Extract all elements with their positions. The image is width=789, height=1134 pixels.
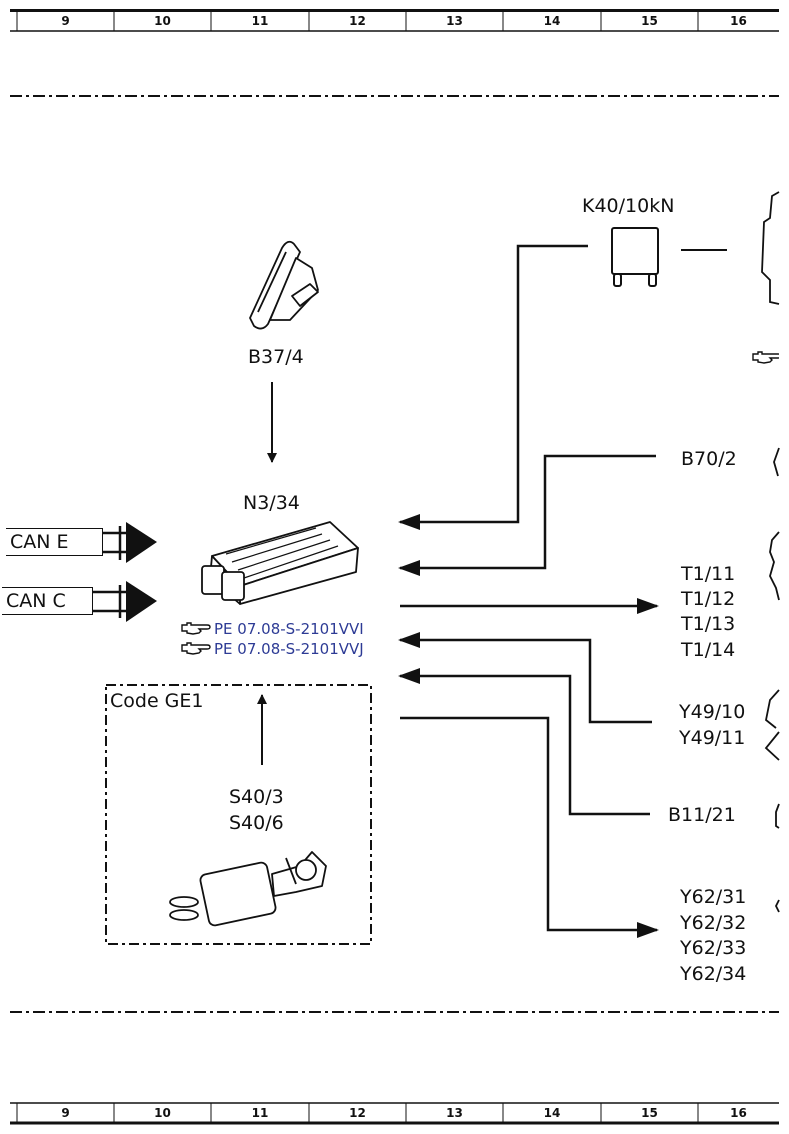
code-ge1-box [105, 684, 372, 945]
y49-label-1: Y49/10 [679, 701, 746, 723]
ruler-col-13: 13 [446, 1106, 463, 1120]
pointing-hand-icon [752, 351, 779, 364]
b70-label: B70/2 [681, 448, 737, 470]
can-c-label: CAN C [2, 587, 93, 615]
ruler-col-10: 10 [154, 1106, 171, 1120]
n3-label: N3/34 [243, 492, 300, 514]
s40-label-1: S40/3 [229, 786, 284, 808]
can-e-bus-arrow [100, 522, 157, 563]
ruler-col-16: 16 [730, 14, 747, 28]
bottom-ruler: 9 10 11 12 13 14 15 16 [0, 1102, 789, 1126]
b37-label: B37/4 [248, 346, 304, 368]
s40-label-2: S40/6 [229, 812, 284, 834]
ruler-col-9: 9 [61, 1106, 70, 1120]
k40-signal-line [398, 244, 588, 530]
ruler-col-12: 12 [349, 1106, 366, 1120]
ruler-col-10: 10 [154, 14, 171, 28]
ruler-col-15: 15 [641, 14, 658, 28]
pedal-sensor-icon [249, 240, 319, 330]
relay-icon [611, 227, 659, 287]
k40-label: K40/10kN [582, 195, 675, 217]
reference-link-partial[interactable] [752, 350, 779, 366]
ruler-col-12: 12 [349, 14, 366, 28]
b70-signal-line [398, 454, 656, 576]
y62-signal-line [400, 716, 659, 938]
b11-label: B11/21 [668, 804, 736, 826]
ruler-col-16: 16 [730, 1106, 747, 1120]
can-e-label: CAN E [6, 528, 103, 556]
ruler-col-13: 13 [446, 14, 463, 28]
control-unit-icon [201, 521, 359, 605]
top-ruler: 9 10 11 12 13 14 15 16 [0, 9, 789, 32]
pointing-hand-icon [181, 642, 211, 655]
reference-text-2[interactable]: PE 07.08-S-2101VVJ [214, 640, 364, 658]
pointing-hand-icon [181, 622, 211, 635]
t1-label-4: T1/14 [681, 639, 736, 661]
t1-label-2: T1/12 [681, 588, 736, 610]
b11-signal-line [398, 668, 650, 816]
t1-label-1: T1/11 [681, 563, 736, 585]
cruise-switch-icon [169, 851, 327, 927]
ruler-col-11: 11 [251, 1106, 269, 1120]
ruler-col-15: 15 [641, 1106, 658, 1120]
y62-label-1: Y62/31 [680, 886, 747, 908]
t1-label-3: T1/13 [681, 613, 736, 635]
y62-label-4: Y62/34 [680, 963, 747, 985]
y49-label-2: Y49/11 [679, 727, 746, 749]
right-edge-partial-icons [761, 191, 780, 913]
y62-label-3: Y62/33 [680, 937, 747, 959]
top-ruler-lines [10, 9, 779, 32]
bottom-ruler-lines [10, 1102, 779, 1125]
reference-text-1[interactable]: PE 07.08-S-2101VVI [214, 620, 364, 638]
ruler-col-14: 14 [543, 1106, 561, 1120]
ruler-col-14: 14 [543, 14, 561, 28]
code-ge1-label: Code GE1 [110, 690, 204, 712]
y62-label-2: Y62/32 [680, 912, 747, 934]
ruler-col-11: 11 [251, 14, 269, 28]
can-c-bus-arrow [92, 581, 157, 622]
y49-signal-line [398, 632, 652, 724]
ruler-col-9: 9 [61, 14, 70, 28]
